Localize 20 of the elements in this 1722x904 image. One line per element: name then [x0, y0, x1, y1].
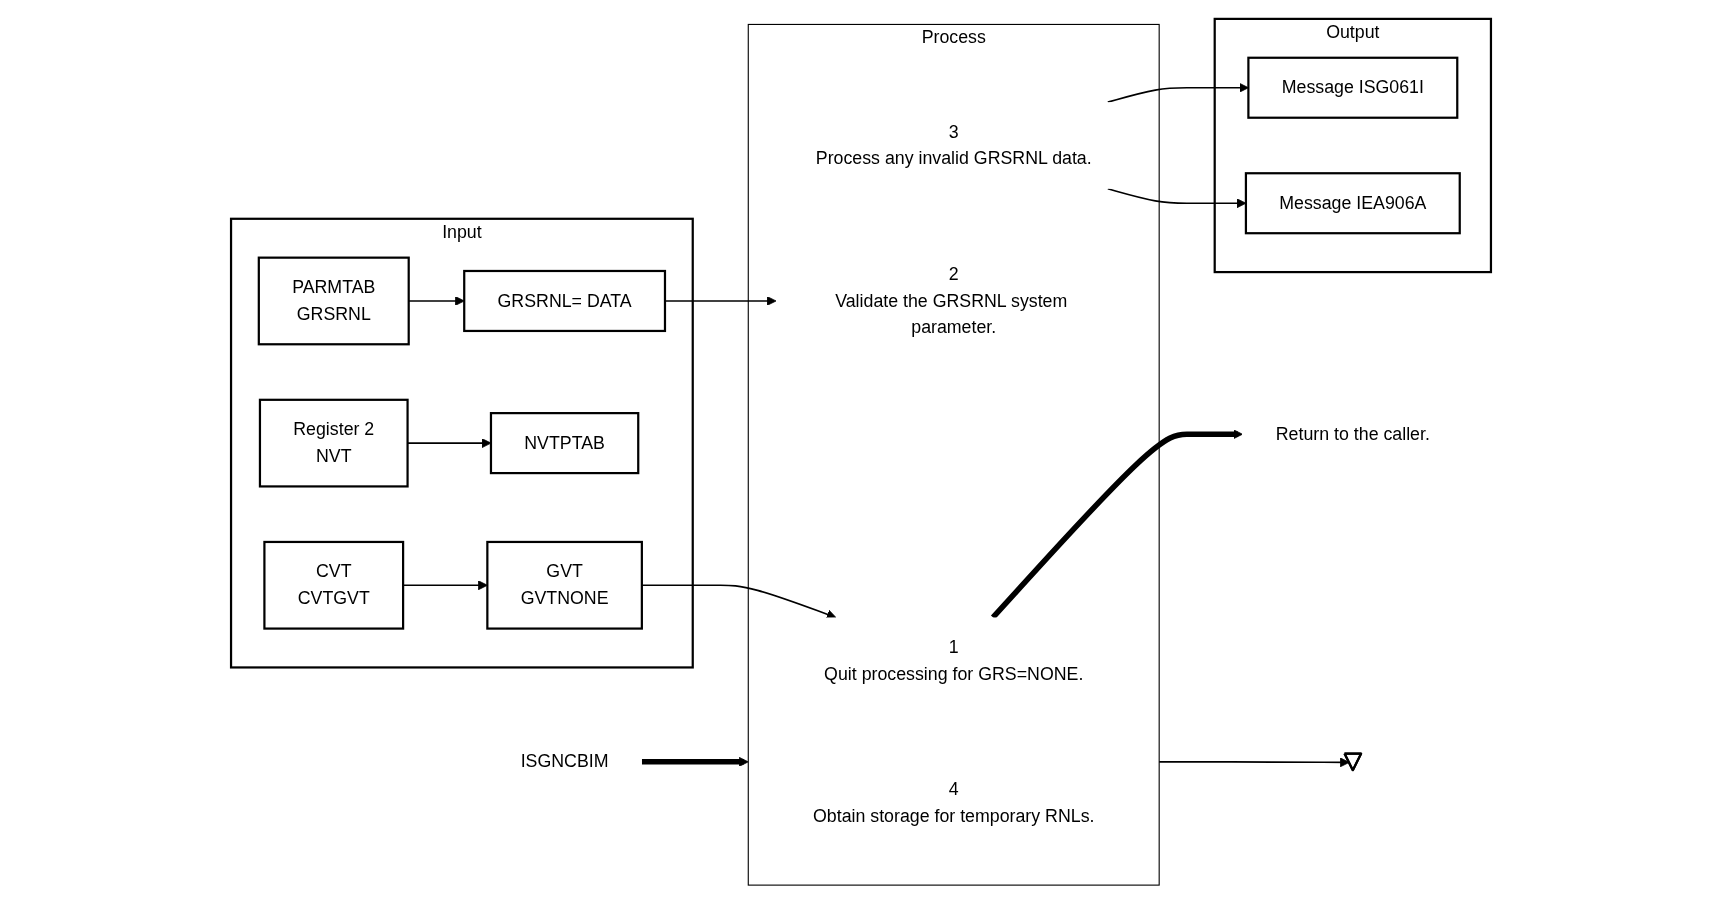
- arrow: [664, 296, 777, 306]
- node-text: 3 Process any invalid GRSRNL data.: [815, 122, 1092, 168]
- node-box: GRSRNL= DATA: [463, 269, 667, 333]
- arrow: [641, 756, 749, 767]
- node-box: Message ISG061I: [1247, 56, 1459, 119]
- node-box: NVTPTAB: [489, 412, 640, 475]
- node-text: 2 Validate the GRSRNL system parameter.: [835, 264, 1068, 337]
- arrow: [641, 584, 837, 619]
- arrow: [990, 429, 1243, 620]
- arrow: [1106, 82, 1249, 103]
- node-text: ISGNCBIM: [520, 751, 609, 771]
- node-text: 4 Obtain storage for temporary RNLs.: [812, 779, 1095, 826]
- node-box: PARMTAB GRSRNL: [257, 256, 410, 346]
- node-text: 1 Quit processing for GRS=NONE.: [824, 637, 1084, 683]
- node-box: CVT CVTGVT: [263, 540, 405, 630]
- node-box: GVT GVTNONE: [486, 540, 643, 630]
- node-box: Register 2 NVT: [258, 398, 409, 488]
- arrow: [1158, 757, 1350, 768]
- node-box: Message IEA906A: [1244, 172, 1461, 235]
- node-text: Return to the caller.: [1275, 424, 1430, 444]
